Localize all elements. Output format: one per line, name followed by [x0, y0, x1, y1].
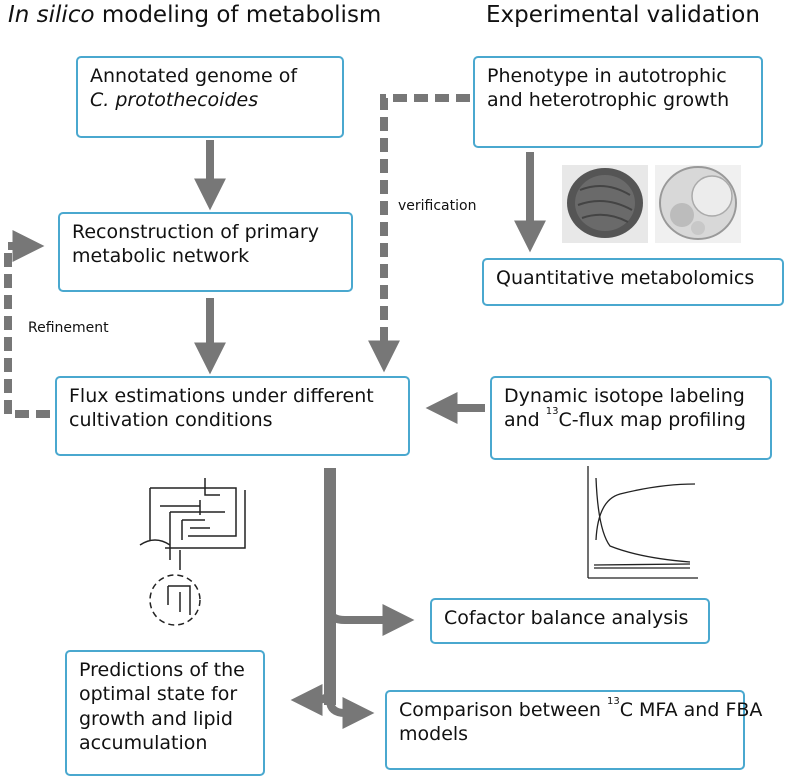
reconstruction-line2: metabolic network — [72, 245, 250, 268]
phenotype-box: Phenotype in autotrophic and heterotroph… — [473, 56, 763, 148]
cofactor-line1: Cofactor balance analysis — [444, 607, 689, 629]
predictions-line3: growth and lipid — [79, 707, 233, 730]
predictions-line4: accumulation — [79, 731, 208, 754]
dynamic-isotope-post: C-flux map profiling — [558, 409, 746, 432]
dynamic-isotope-line1: Dynamic isotope labeling — [504, 385, 745, 407]
header-in-silico-rest: modeling of metabolism — [94, 2, 382, 28]
comparison-line2: models — [399, 723, 469, 746]
verification-label: verification — [398, 198, 477, 214]
predictions-line1: Predictions of the — [79, 659, 245, 681]
comparison-box: Comparison between 13C MFA and FBA model… — [385, 690, 762, 770]
flux-estimations-line1: Flux estimations under different — [69, 385, 374, 407]
metabolomics-box: Quantitative metabolomics — [482, 258, 784, 306]
reconstruction-line1: Reconstruction of primary — [72, 221, 319, 243]
cofactor-box: Cofactor balance analysis — [430, 598, 710, 644]
reconstruction-box: Reconstruction of primary metabolic netw… — [58, 212, 353, 292]
dynamic-isotope-sup: 13 — [545, 406, 559, 418]
refinement-dashed-arrow — [4, 230, 50, 418]
annotated-genome-line1: Annotated genome of — [90, 65, 298, 87]
predictions-box: Predictions of the optimal state for gro… — [65, 650, 265, 776]
refinement-label: Refinement — [28, 320, 109, 336]
trunk-branch-arrows — [290, 468, 415, 729]
comparison-post: C MFA and FBA — [619, 699, 763, 721]
comparison-pre: Comparison between — [399, 699, 607, 721]
flux-estimations-box: Flux estimations under different cultiva… — [55, 376, 410, 456]
network-sketch-icon — [139, 478, 246, 626]
phenotype-line2: and heterotrophic growth — [487, 89, 730, 112]
dynamic-isotope-line2: and 13C-flux map profiling — [504, 406, 758, 432]
phenotype-line1: Phenotype in autotrophic — [487, 65, 727, 87]
dynamic-isotope-box: Dynamic isotope labeling and 13C-flux ma… — [490, 376, 772, 460]
flux-plot-icon — [587, 466, 698, 579]
dynamic-isotope-pre: and — [504, 409, 546, 432]
flux-estimations-line2: cultivation conditions — [69, 409, 273, 432]
comparison-line1: Comparison between 13C MFA and FBA — [399, 696, 762, 722]
annotated-genome-line2: C. protothecoides — [90, 89, 259, 112]
verification-dashed-arrow — [368, 94, 470, 373]
cells-icon — [562, 165, 741, 243]
comparison-sup: 13 — [607, 696, 620, 707]
metabolomics-line1: Quantitative metabolomics — [496, 267, 755, 289]
header-experimental-validation: Experimental validation — [486, 2, 760, 28]
header-in-silico-italic: In silico — [8, 2, 95, 28]
annotated-genome-box: Annotated genome of C. protothecoides — [76, 56, 344, 138]
predictions-line2: optimal state for — [79, 683, 238, 706]
header-in-silico: In silico modeling of metabolism — [8, 2, 381, 28]
